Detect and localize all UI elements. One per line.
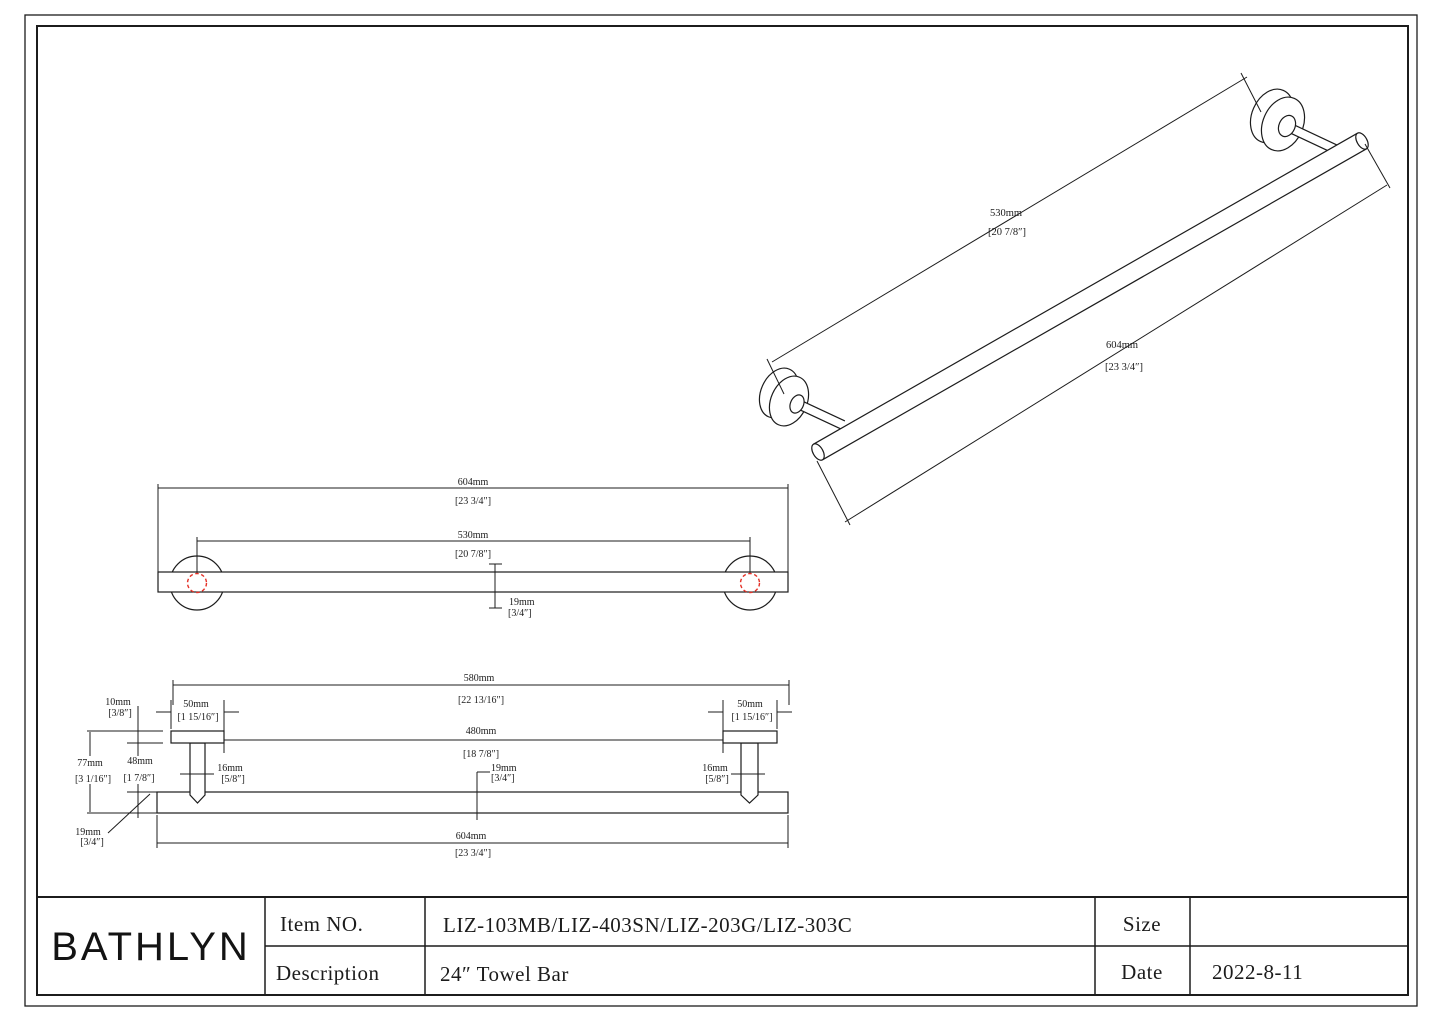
mount-point-highlight-left [186, 572, 208, 594]
extension-line [1240, 72, 1262, 113]
flange-plate-right [722, 730, 778, 744]
dim-text-inch: [3 1/16″] [75, 774, 111, 785]
dim-text-mm: 77mm [77, 758, 103, 769]
dim-text-mm: 530mm [990, 208, 1022, 219]
dim-front-centers: 530mm [20 7/8″] [196, 530, 751, 573]
bar-section [156, 791, 789, 814]
dim-front-bar-diameter: 19mm [3/4″] [489, 563, 535, 619]
post-bottom-edge [799, 399, 846, 422]
dim-text-mm: 10mm [105, 697, 131, 708]
post-right [740, 742, 759, 804]
dim-text-inch: [20 7/8″] [455, 549, 491, 560]
rail-bottom-edge [822, 148, 1367, 461]
dimension-line [844, 184, 1388, 523]
date-value: 2022-8-11 [1212, 960, 1303, 984]
sheet-border [24, 14, 1418, 1007]
dim-section-post-diameter-right: 16mm [5/8″] [702, 763, 765, 785]
dim-text-inch: [23 3/4″] [455, 848, 491, 859]
dim-text-mm: 604mm [456, 831, 487, 842]
dim-iso-overall: 604mm [23 3/4″] [816, 143, 1391, 526]
dim-text-mm: 50mm [183, 699, 209, 710]
dim-text-mm: 604mm [458, 477, 489, 488]
dim-text-mm: 48mm [127, 756, 153, 767]
dim-text-mm: 50mm [737, 699, 763, 710]
dim-text-inch: [18 7/8″] [463, 749, 499, 760]
brand-logo: BATHLYN [51, 925, 251, 969]
dim-section-overall-depth: 77mm [3 1/16″] [75, 732, 163, 814]
post-bottom-body [796, 399, 845, 430]
dim-text-mm: 604mm [1106, 340, 1138, 351]
flange-plate-left [170, 730, 225, 744]
dim-text-mm: 19mm [509, 597, 535, 608]
post-bottom-edge [795, 407, 842, 430]
dim-text-mm: 580mm [464, 673, 495, 684]
date-label: Date [1121, 960, 1163, 984]
dim-text-inch: [3/4″] [80, 837, 104, 848]
dim-text-mm: 480mm [466, 726, 497, 737]
item-no-value: LIZ-103MB/LIZ-403SN/LIZ-203G/LIZ-303C [443, 913, 852, 937]
mount-point-highlight-right [739, 572, 761, 594]
post-left [189, 742, 206, 804]
dim-section-post-length: 48mm [1 7/8″] [123, 756, 163, 818]
inner-border [36, 25, 1409, 996]
dim-text-inch: [3/8″] [108, 708, 132, 719]
description-value: 24″ Towel Bar [440, 962, 569, 986]
dim-text-inch: [22 13/16″] [458, 695, 504, 706]
item-no-label: Item NO. [280, 912, 363, 936]
extension-line [1364, 143, 1391, 189]
dim-text-inch: [23 3/4″] [1105, 362, 1143, 373]
dim-section-flange-width-right: 50mm [1 15/16″] [708, 699, 792, 729]
dim-text-mm: 16mm [217, 763, 243, 774]
dim-section-mount-span: 580mm [22 13/16″] [172, 673, 790, 706]
dim-text-inch: [1 15/16″] [177, 712, 218, 723]
dim-text-inch: [20 7/8″] [988, 227, 1026, 238]
dim-text-mm: 530mm [458, 530, 489, 541]
isometric-view: 530mm [20 7/8″] 604mm [23 3/4″] [758, 72, 1391, 526]
post-top-edge [1289, 122, 1340, 147]
rail-top-edge [813, 132, 1358, 445]
size-label: Size [1123, 912, 1161, 936]
bar-front [157, 571, 789, 593]
dim-section-flange-width-left: 50mm [1 15/16″] [156, 699, 239, 729]
dim-section-inner-span: 480mm [18 7/8″] [223, 726, 724, 760]
dim-text-inch: [1 15/16″] [731, 712, 772, 723]
rail-endcap-left [811, 443, 825, 461]
extension-line [766, 358, 785, 395]
dim-section-bar-diameter: 19mm [3/4″] [476, 763, 517, 820]
dim-section-flange-thickness: 10mm [3/8″] [87, 697, 163, 756]
outer-border [24, 14, 1418, 1007]
dim-section-bar-clearance: 19mm [3/4″] [75, 793, 151, 848]
title-block: BATHLYN Item NO. LIZ-103MB/LIZ-403SN/LIZ… [37, 896, 1408, 995]
dim-text-inch: [1 7/8″] [123, 773, 154, 784]
dim-text-inch: [3/4″] [508, 608, 532, 619]
dimension-line [771, 76, 1248, 363]
dim-text-inch: [23 3/4″] [455, 496, 491, 507]
dim-section-overall-length: 604mm [23 3/4″] [156, 815, 789, 859]
post-collar-top [1277, 114, 1297, 138]
rail-body [813, 133, 1367, 460]
dim-text-mm: 19mm [75, 827, 101, 838]
dim-text-inch: [5/8″] [705, 774, 729, 785]
dim-iso-centers: 530mm [20 7/8″] [766, 72, 1262, 395]
post-top-body [1286, 122, 1339, 155]
extension-line [816, 460, 851, 526]
side-section-view: 580mm [22 13/16″] 480mm [18 7/8″] 50mm [… [75, 673, 792, 859]
leader-line [107, 793, 151, 834]
dim-text-mm: 19mm [491, 763, 517, 774]
front-view: 604mm [23 3/4″] 530mm [20 7/8″] 19mm [3/… [157, 477, 789, 619]
dim-text-inch: [5/8″] [221, 774, 245, 785]
post-collar-bottom [789, 394, 805, 414]
description-label: Description [276, 961, 379, 985]
dim-front-overall: 604mm [23 3/4″] [157, 477, 789, 572]
dim-text-inch: [3/4″] [491, 773, 515, 784]
dim-text-mm: 16mm [702, 763, 728, 774]
dim-section-post-diameter-left: 16mm [5/8″] [180, 763, 245, 785]
